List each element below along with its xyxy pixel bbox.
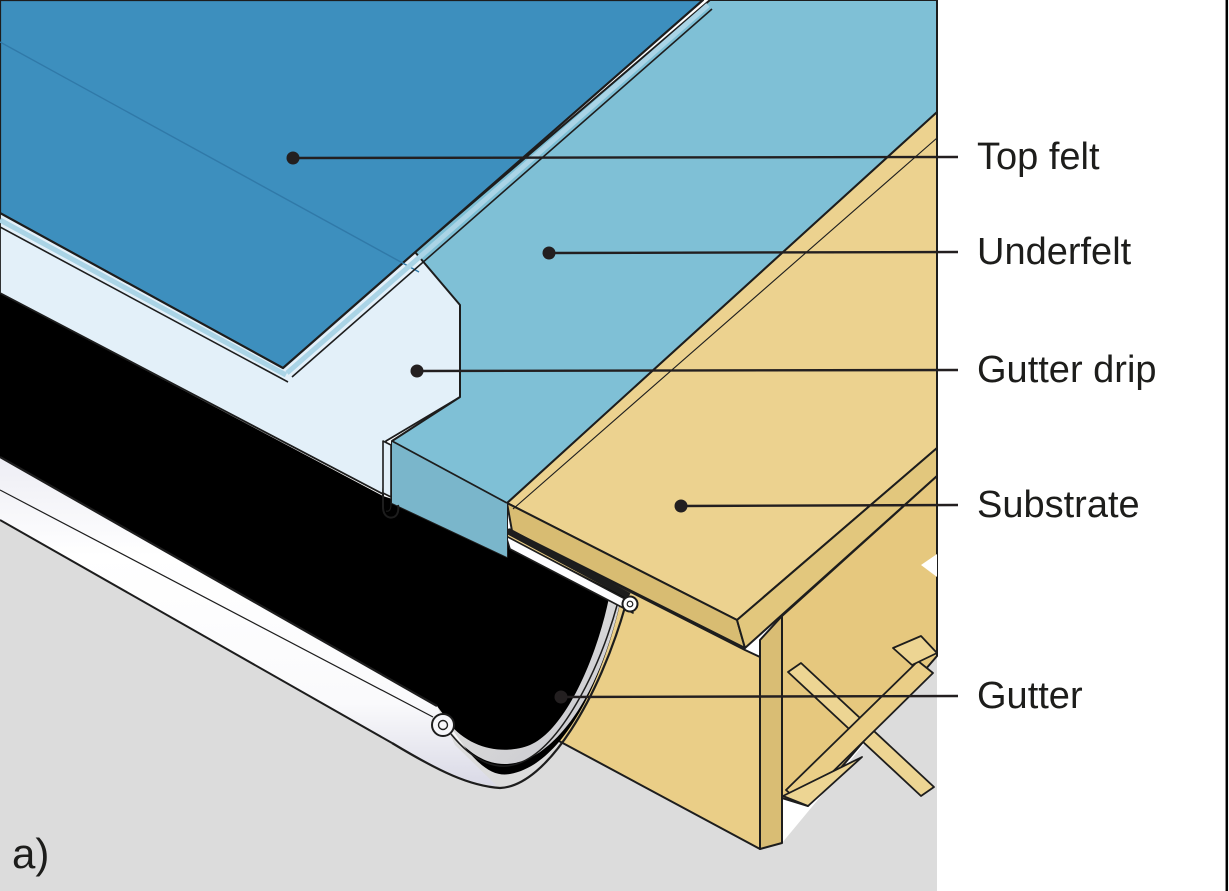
- label-gutter: Gutter: [977, 675, 1083, 717]
- leader-line-gutter: [560, 694, 959, 699]
- leader-line-underfelt: [548, 250, 959, 255]
- leader-line-substrate: [680, 503, 959, 508]
- gutter-front-rim-inner-line: [0, 489, 434, 718]
- label-substrate: Substrate: [977, 484, 1140, 526]
- top-felt-seam-line: [0, 41, 420, 273]
- leader-line-top-felt: [292, 155, 959, 160]
- leader-dot-gutter-drip: [410, 364, 424, 378]
- label-gutter-drip: Gutter drip: [977, 349, 1157, 391]
- substrate-edge-shadow-line: [512, 137, 938, 510]
- gutter-drip-edge-strip: [382, 440, 392, 498]
- gutter-front-rim-line: [0, 456, 438, 707]
- underfelt-downturn-face: [392, 441, 507, 557]
- underfelt-fold-line: [391, 440, 508, 504]
- fascia-gap-notch: [921, 554, 937, 577]
- gutter-back-rolled-edge: [505, 535, 634, 614]
- fascia-board-end: [759, 615, 783, 850]
- rafter-end-piece: [782, 756, 863, 807]
- gutter-front-face: [0, 457, 497, 786]
- gutter-drip-hook-inner: [385, 497, 392, 512]
- top-felt-thickness-sliver-end: [285, 3, 710, 375]
- gutter-back-bead: [621, 595, 639, 613]
- rafter-tip: [892, 635, 938, 666]
- gutter-outer-curve: [391, 606, 627, 790]
- label-top-felt: Top felt: [977, 136, 1100, 178]
- gutter-back-gap-line: [506, 528, 631, 599]
- label-underfelt: Underfelt: [977, 231, 1132, 273]
- gutter-back-bead-curl: [626, 600, 634, 608]
- leader-dot-underfelt: [542, 246, 556, 260]
- gutter-front-bead: [431, 713, 455, 737]
- leader-dot-gutter: [554, 690, 568, 704]
- gutter-inner-curve: [450, 601, 619, 767]
- gutter-body: [0, 293, 629, 775]
- top-felt-thickness-sliver-bottom: [0, 217, 288, 378]
- leader-lines-group: [286, 151, 959, 704]
- top-felt-sheet: [0, 0, 705, 370]
- leader-dot-substrate: [674, 499, 688, 513]
- figure-marker: a): [12, 830, 49, 877]
- top-felt-thickness-line-end: [291, 8, 713, 378]
- gutter-drip-hook: [382, 493, 400, 519]
- leader-dot-top-felt: [286, 151, 300, 165]
- gutter-bottom-edge: [0, 519, 393, 744]
- top-felt-thickness-line-bottom: [0, 226, 289, 383]
- gutter-front-bead-curl: [437, 719, 449, 731]
- leader-line-gutter-drip: [416, 368, 959, 373]
- gutter-inside-shading: [448, 598, 620, 765]
